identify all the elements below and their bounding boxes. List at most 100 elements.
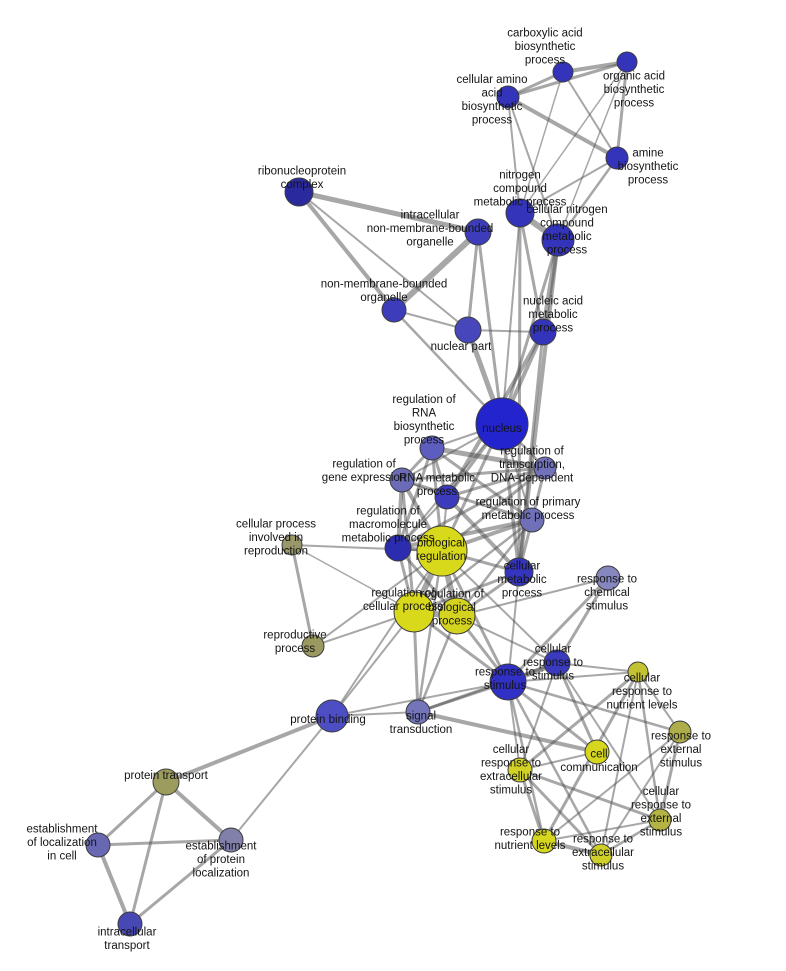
- edge-response_stimulus--response_extracellular: [506, 680, 603, 857]
- edges-layer: [96, 60, 682, 926]
- node-cellular_response_nutrient[interactable]: cellular response to nutrient levels: [627, 661, 649, 683]
- node-protein_transport[interactable]: protein transport: [152, 768, 180, 796]
- edge-rna_mp--cellular_mp: [445, 495, 521, 574]
- node-organic_acid_bp[interactable]: organic acid biosynthetic process: [616, 51, 638, 73]
- edge-cellular_process_reproduction--reproductive_process: [290, 543, 315, 648]
- node-cellular_response_external[interactable]: cellular response to external stimulus: [648, 808, 672, 832]
- node-intracellular_transport[interactable]: intracellular transport: [117, 911, 143, 937]
- node-label-nuclear_part: nuclear part: [431, 341, 493, 353]
- node-response_nutrient[interactable]: response to nutrient levels: [531, 828, 557, 854]
- edge-organic_acid_bp--nitrogen_compound_mp: [519, 61, 628, 214]
- node-intracellular_nmb_organelle[interactable]: intracellular non-membrane-bounded organ…: [464, 218, 492, 246]
- node-cellular_amino_acid_bp[interactable]: cellular amino acid biosynthetic process: [496, 85, 520, 109]
- node-establishment_protein_localization[interactable]: establishment of protein localization: [218, 827, 244, 853]
- node-response_extracellular[interactable]: response to extracellular stimulus: [589, 843, 613, 867]
- node-cell_communication[interactable]: cell communication: [584, 739, 610, 765]
- node-nmb_organelle[interactable]: non-membrane-bounded organelle: [381, 297, 407, 323]
- edge-intracellular_nmb_organelle--nuclear_part: [466, 230, 480, 332]
- node-cellular_response_extracellular[interactable]: cellular response to extracellular stimu…: [507, 757, 533, 783]
- edge-reg_transcription--reg_gene_expression: [400, 466, 547, 482]
- node-response_stimulus[interactable]: response to stimulus: [489, 663, 527, 701]
- edge-ribonucleoprotein_complex--intracellular_nmb_organelle: [296, 189, 481, 235]
- node-amine_bp[interactable]: amine biosynthetic process: [605, 146, 629, 170]
- edge-cellular_amino_acid_bp--amine_bp: [506, 95, 619, 160]
- node-nitrogen_compound_mp[interactable]: nitrogen compound metabolic process: [505, 198, 535, 228]
- node-reg_cellular_process[interactable]: regulation of cellular process: [393, 591, 435, 633]
- node-cellular_mp[interactable]: cellular metabolic process: [504, 557, 534, 587]
- node-signal_transduction[interactable]: signal transduction: [405, 699, 431, 725]
- node-biological_regulation[interactable]: biological regulation: [416, 525, 468, 577]
- edge-amine_bp--nitrogen_compound_mp: [519, 157, 618, 214]
- node-response_chemical[interactable]: response to chemical stimulus: [595, 565, 621, 591]
- edge-response_external--response_nutrient: [543, 731, 681, 842]
- edge-cellular_response_stimulus--cellular_response_external: [556, 662, 661, 821]
- node-cellular_nitrogen_compound_mp[interactable]: cellular nitrogen compound metabolic pro…: [541, 223, 575, 257]
- node-rna_mp[interactable]: RNA metabolic process: [434, 484, 460, 510]
- edge-reg_rna_bp--reg_macromolecule_mp: [396, 446, 434, 550]
- node-reg_rna_bp[interactable]: regulation of RNA biosynthetic process: [419, 435, 445, 461]
- node-cellular_response_stimulus[interactable]: cellular response to stimulus: [543, 649, 571, 677]
- edge-response_stimulus--protein_binding: [331, 681, 509, 717]
- edge-cellular_response_nutrient--response_extracellular: [600, 671, 639, 856]
- edge-carboxylic_acid_bp--nitrogen_compound_mp: [519, 71, 564, 214]
- edge-organic_acid_bp--cellular_nitrogen_compound_mp: [557, 61, 628, 241]
- edge-ribonucleoprotein_complex--nmb_organelle: [297, 190, 396, 312]
- edge-biological_regulation--signal_transduction: [416, 549, 444, 714]
- node-reproductive_process[interactable]: reproductive process: [301, 634, 325, 658]
- node-ribonucleoprotein_complex[interactable]: ribonucleoprotein complex: [284, 177, 314, 207]
- node-label-nucleus: nucleus: [482, 423, 522, 435]
- node-cellular_process_reproduction[interactable]: cellular process involved in reproductio…: [281, 534, 303, 556]
- node-label-protein_transport: protein transport: [124, 770, 209, 782]
- node-response_external[interactable]: response to external stimulus: [668, 720, 692, 744]
- edge-cellular_response_stimulus--cellular_response_nutrient: [556, 662, 639, 673]
- node-reg_transcription[interactable]: regulation of transcription, DNA-depende…: [533, 456, 557, 480]
- node-nucleic_acid_mp[interactable]: nucleic acid metabolic process: [529, 318, 557, 346]
- edge-ribonucleoprotein_complex--nuclear_part: [298, 191, 469, 331]
- edge-cellular_response_nutrient--cellular_response_external: [636, 670, 662, 822]
- node-reg_primary_mp[interactable]: regulation of primary metabolic process: [519, 507, 545, 533]
- edge-intracellular_nmb_organelle--nmb_organelle: [391, 229, 481, 313]
- edge-cellular_response_extracellular--cellular_response_external: [518, 768, 662, 822]
- edge-response_chemical--cellular_response_stimulus: [555, 576, 610, 665]
- node-protein_binding[interactable]: protein binding: [315, 699, 349, 733]
- edge-response_external--cellular_response_external: [658, 730, 682, 822]
- edge-reg_primary_mp--reg_cellular_process: [412, 518, 534, 614]
- edge-establishment_localization_cell--intracellular_transport: [96, 843, 132, 926]
- edge-organic_acid_bp--amine_bp: [615, 60, 629, 160]
- edge-intracellular_nmb_organelle--nucleus: [476, 230, 504, 426]
- node-reg_macromolecule_mp[interactable]: regulation of macromolecule metabolic pr…: [384, 534, 412, 562]
- edge-nitrogen_compound_mp--nucleus: [501, 212, 521, 425]
- edge-signal_transduction--cell_communication: [416, 710, 599, 754]
- node-nucleus[interactable]: nucleus: [475, 397, 529, 451]
- node-carboxylic_acid_bp[interactable]: carboxylic acid biosynthetic process: [552, 61, 574, 83]
- node-establishment_localization_cell[interactable]: establishment of localization in cell: [85, 832, 111, 858]
- node-nuclear_part[interactable]: nuclear part: [454, 316, 482, 344]
- edge-amine_bp--cellular_nitrogen_compound_mp: [556, 156, 619, 242]
- node-reg_biological_process[interactable]: regulation of biological process: [438, 597, 476, 635]
- node-reg_gene_expression[interactable]: regulation of gene expression: [389, 467, 415, 493]
- edge-protein_transport--establishment_localization_cell: [96, 780, 168, 847]
